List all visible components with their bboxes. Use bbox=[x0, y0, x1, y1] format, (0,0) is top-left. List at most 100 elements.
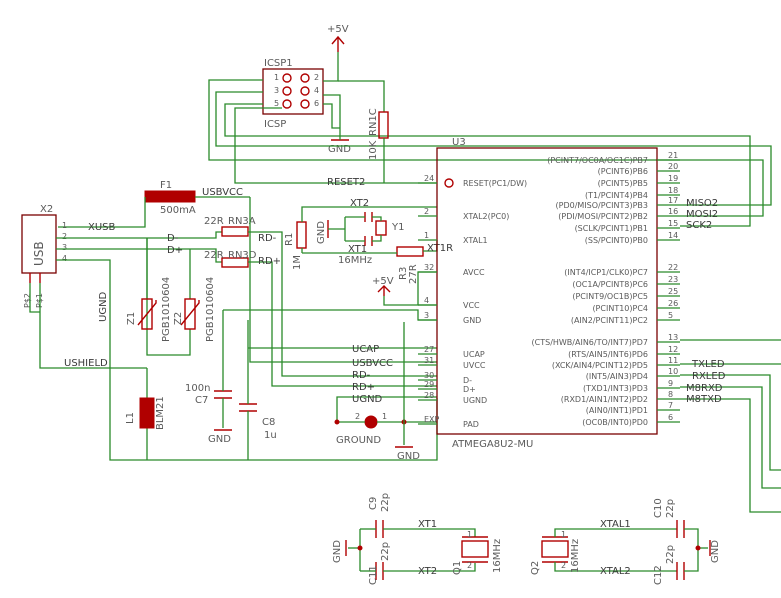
r1-resistor: R1 1M bbox=[284, 206, 437, 270]
pin-number: 9 bbox=[668, 379, 673, 388]
pin-number: 6 bbox=[668, 413, 673, 422]
x2-usb-connector: USB X2 1 2 3 4 P$2 P$1 bbox=[21, 204, 67, 308]
crystal-right-circuit: GND 1 2 Q2 16MHz XTAL1 XTAL2 C10 22p C12… bbox=[530, 498, 721, 585]
svg-text:27R: 27R bbox=[408, 264, 419, 284]
svg-text:1: 1 bbox=[467, 530, 472, 539]
pin-number: 28 bbox=[424, 391, 434, 400]
svg-text:GROUND: GROUND bbox=[336, 435, 381, 446]
u3-left-pins: 24RESET(PC1/DW)2XTAL2(PC0)1XTAL132AVCC4V… bbox=[418, 174, 527, 429]
rdm-net-label: RD- bbox=[352, 370, 371, 381]
pin-name: (PCINT6)PB6 bbox=[598, 167, 648, 176]
pin-name: (PCINT5)PB5 bbox=[598, 179, 648, 188]
svg-text:ICSP: ICSP bbox=[264, 119, 286, 130]
u3-right-pin: 5(AIN2/PCINT11)PC2 bbox=[571, 311, 680, 325]
u3-right-pin: 20(PCINT6)PB6 bbox=[598, 162, 680, 176]
svg-text:XTAL2: XTAL2 bbox=[600, 566, 631, 577]
svg-text:Q2: Q2 bbox=[530, 561, 541, 575]
pin-name: (AIN2/PCINT11)PC2 bbox=[571, 316, 648, 325]
pin-number: 4 bbox=[424, 296, 429, 305]
l1-ferrite: L1 BLM21 bbox=[125, 396, 166, 430]
u3-right-pin: 13(CTS/HWB/AIN6/TO/INT7)PD7 bbox=[532, 333, 680, 347]
sck2-net-label: SCK2 bbox=[686, 220, 712, 231]
svg-text:P$2: P$2 bbox=[23, 293, 32, 308]
svg-text:GND: GND bbox=[328, 144, 351, 155]
icsp1-header: ICSP1 ICSP 1 2 3 4 5 6 bbox=[262, 58, 324, 130]
pin-name: UCAP bbox=[463, 350, 485, 359]
pin-name: UVCC bbox=[463, 361, 486, 370]
ugnd-vertical-label: UGND bbox=[98, 291, 109, 322]
svg-text:1: 1 bbox=[62, 221, 67, 230]
svg-text:16MHz: 16MHz bbox=[570, 539, 581, 573]
svg-text:C12: C12 bbox=[653, 565, 664, 585]
u3-right-pin: 15(SCLK/PCINT1)PB1 bbox=[575, 219, 680, 233]
pin-number: 23 bbox=[668, 275, 678, 284]
svg-text:GND: GND bbox=[710, 540, 721, 563]
gnd-net-wire bbox=[223, 309, 437, 321]
svg-text:GND: GND bbox=[208, 434, 231, 445]
pin-number: 30 bbox=[424, 371, 434, 380]
u3-right-pin: 8(RXD1/AIN1/INT2)PD2 bbox=[561, 390, 680, 404]
svg-text:L1: L1 bbox=[125, 412, 136, 424]
dplus-net-label: D+ bbox=[167, 245, 183, 256]
pin-number: EXP bbox=[424, 415, 440, 424]
svg-text:XT1R: XT1R bbox=[427, 243, 453, 254]
svg-text:U3: U3 bbox=[452, 137, 466, 148]
svg-text:BLM21: BLM21 bbox=[155, 396, 166, 430]
pin-number: 22 bbox=[668, 263, 678, 272]
pin-number: 2 bbox=[424, 207, 429, 216]
pin-number: 13 bbox=[668, 333, 678, 342]
pin-number: 15 bbox=[668, 219, 678, 228]
svg-text:Q1: Q1 bbox=[452, 561, 463, 575]
c7-capacitor: GND 100n C7 bbox=[185, 310, 232, 445]
ground-jumper: 2 1 GROUND bbox=[334, 396, 437, 446]
ushield-net-label: USHIELD bbox=[64, 358, 108, 369]
svg-text:C7: C7 bbox=[195, 395, 208, 406]
svg-text:16MHz: 16MHz bbox=[492, 539, 503, 573]
pin-name: (PCINT10)PC4 bbox=[592, 304, 648, 313]
pin-name: (RXD1/AIN1/INT2)PD2 bbox=[561, 395, 648, 404]
icsp-wires bbox=[208, 52, 772, 227]
u3-right-pin: 9 (TXD1/INT3)PD3 bbox=[583, 379, 680, 393]
u3-right-pin: 6(OC0B/INT0)PD0 bbox=[582, 413, 680, 427]
pin-number: 26 bbox=[668, 299, 678, 308]
svg-text:XT1: XT1 bbox=[418, 519, 437, 530]
svg-text:RN3D: RN3D bbox=[228, 250, 257, 261]
pin-name: (PDI/MOSI/PCINT2)PB2 bbox=[558, 212, 648, 221]
rn3a-resistor: 22R RN3A bbox=[204, 216, 437, 377]
y1-resonator: Y1 16MHz bbox=[338, 212, 404, 266]
u3-microcontroller: U3 ATMEGA8U2-MU bbox=[436, 137, 658, 450]
pin-name: XTAL1 bbox=[463, 236, 488, 245]
pin-number: 18 bbox=[668, 186, 678, 195]
svg-text:22R: 22R bbox=[204, 250, 224, 261]
mosi2-net-label: MOSI2 bbox=[686, 209, 718, 220]
pad-gnd: GND bbox=[395, 322, 420, 462]
pin-name: (T1/PCINT4)PB4 bbox=[585, 191, 648, 200]
u3-right-pin: 23(OC1A/PCINT8)PC6 bbox=[572, 275, 680, 289]
pin-name: PAD bbox=[463, 420, 479, 429]
c8-capacitor: C8 1u bbox=[239, 320, 277, 460]
pin-number: 10 bbox=[668, 367, 678, 376]
f1-fuse: F1 500mA USBVCC bbox=[58, 180, 250, 228]
pin-name: XTAL2(PC0) bbox=[463, 212, 509, 221]
svg-text:22p: 22p bbox=[380, 542, 391, 561]
svg-text:2: 2 bbox=[62, 232, 67, 241]
reset2-net-label: RESET2 bbox=[327, 177, 365, 188]
rn1c-resistor: 10K RN1C bbox=[368, 108, 389, 183]
svg-text:GND: GND bbox=[332, 540, 343, 563]
xt2-net-label: XT2 bbox=[350, 198, 369, 209]
pin-name: (PD0/MISO/PCINT3)PB3 bbox=[556, 201, 648, 210]
pin-name: (TXD1/INT3)PD3 bbox=[583, 384, 648, 393]
pin-number: 31 bbox=[424, 356, 434, 365]
dminus-net-label: D- bbox=[167, 233, 179, 244]
svg-text:22p: 22p bbox=[665, 545, 676, 564]
xusb-net-label: XUSB bbox=[88, 222, 116, 233]
txled-net-label: TXLED bbox=[691, 359, 725, 370]
pin-name: (RTS/AIN5/INT6)PD6 bbox=[568, 350, 648, 359]
pin-name: (INT5/AIN3)PD4 bbox=[586, 372, 648, 381]
